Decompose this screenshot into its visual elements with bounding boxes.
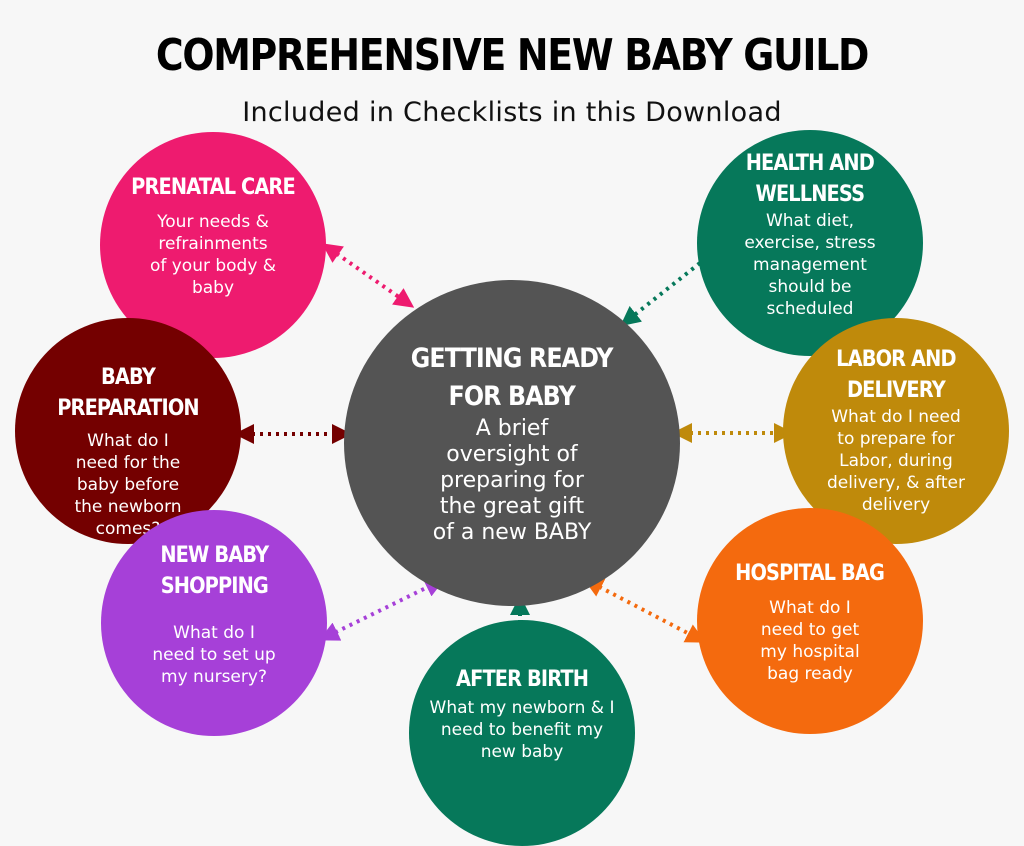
labor-and-delivery-description: What do I need to prepare for Labor, dur… [827, 407, 965, 515]
hospital-bag-description: What do I need to get my hospital bag re… [760, 598, 860, 684]
new-baby-shopping-circle: NEW BABY SHOPPING What do I need to set … [101, 510, 327, 736]
prenatal-care-title: PRENATAL CARE [131, 175, 296, 200]
center-circle: GETTING READY FOR BABY A brief oversight… [344, 280, 680, 606]
health-and-wellness-title: HEALTH AND WELLNESS [745, 151, 875, 207]
after-birth-circle: AFTER BIRTH What my newborn & I need to … [409, 620, 635, 846]
new-baby-shopping-description: What do I need to set up my nursery? [152, 623, 276, 687]
labor-and-delivery-title: LABOR AND DELIVERY [836, 347, 956, 403]
health-and-wellness-circle: HEALTH AND WELLNESS What diet, exercise,… [697, 130, 923, 356]
health-and-wellness-description: What diet, exercise, stress management s… [744, 211, 876, 319]
baby-preparation-title: BABY PREPARATION [57, 365, 199, 421]
new-baby-shopping-title: NEW BABY SHOPPING [160, 543, 269, 599]
hospital-bag-title: HOSPITAL BAG [735, 561, 886, 586]
center-title: GETTING READY FOR BABY [411, 343, 614, 412]
labor-and-delivery-circle: LABOR AND DELIVERY What do I need to pre… [783, 318, 1009, 544]
page-title: COMPREHENSIVE NEW BABY GUILD [155, 30, 870, 81]
after-birth-description: What my newborn & I need to benefit my n… [429, 698, 615, 762]
arrow-health-and-wellness [620, 261, 702, 327]
arrow-prenatal-care [321, 243, 415, 308]
hospital-bag-circle: HOSPITAL BAG What do I need to get my ho… [697, 508, 923, 734]
baby-preparation-circle: BABY PREPARATION What do I need for the … [15, 318, 241, 544]
page-subtitle: Included in Checklists in this Download [242, 97, 782, 128]
arrow-hospital-bag [583, 578, 706, 643]
center-description: A brief oversight of preparing for the g… [432, 416, 592, 545]
prenatal-care-description: Your needs & refrainments of your body &… [149, 212, 277, 298]
after-birth-title: AFTER BIRTH [455, 667, 589, 692]
arrow-new-baby-shopping [319, 578, 445, 641]
